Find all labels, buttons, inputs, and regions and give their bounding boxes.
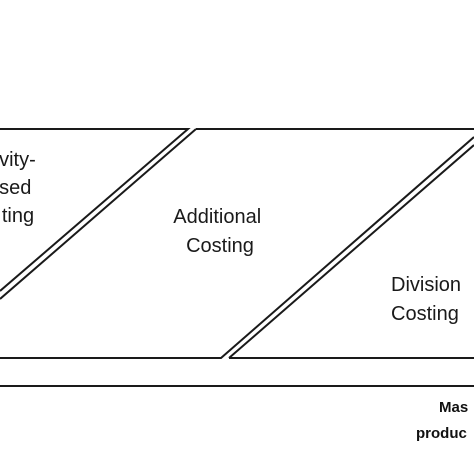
region-label-additional: Additional Costing (173, 206, 266, 257)
region-left-outline (0, 128, 191, 292)
region-label-additional-line-2: Costing (186, 235, 254, 257)
region-label-division-line-2: Costing (391, 303, 459, 325)
axis-label-line-1: Mas (439, 399, 468, 416)
axis-label-line-2: produc (416, 425, 467, 442)
region-middle-outline (0, 128, 474, 359)
region-label-activity-line-2: sed (0, 177, 31, 199)
region-label-additional-line-1: Additional (173, 206, 261, 228)
region-label-activity-line-3: ting (2, 205, 34, 227)
region-label-division-line-1: Division (391, 274, 461, 296)
region-right-outline (228, 144, 474, 359)
region-label-activity-line-1: ivity- (0, 149, 36, 171)
axis-label-mass-production: Mas produc (416, 399, 472, 442)
region-label-activity-based: ivity- sed ting (0, 149, 41, 227)
region-label-division: Division Costing (391, 274, 467, 325)
